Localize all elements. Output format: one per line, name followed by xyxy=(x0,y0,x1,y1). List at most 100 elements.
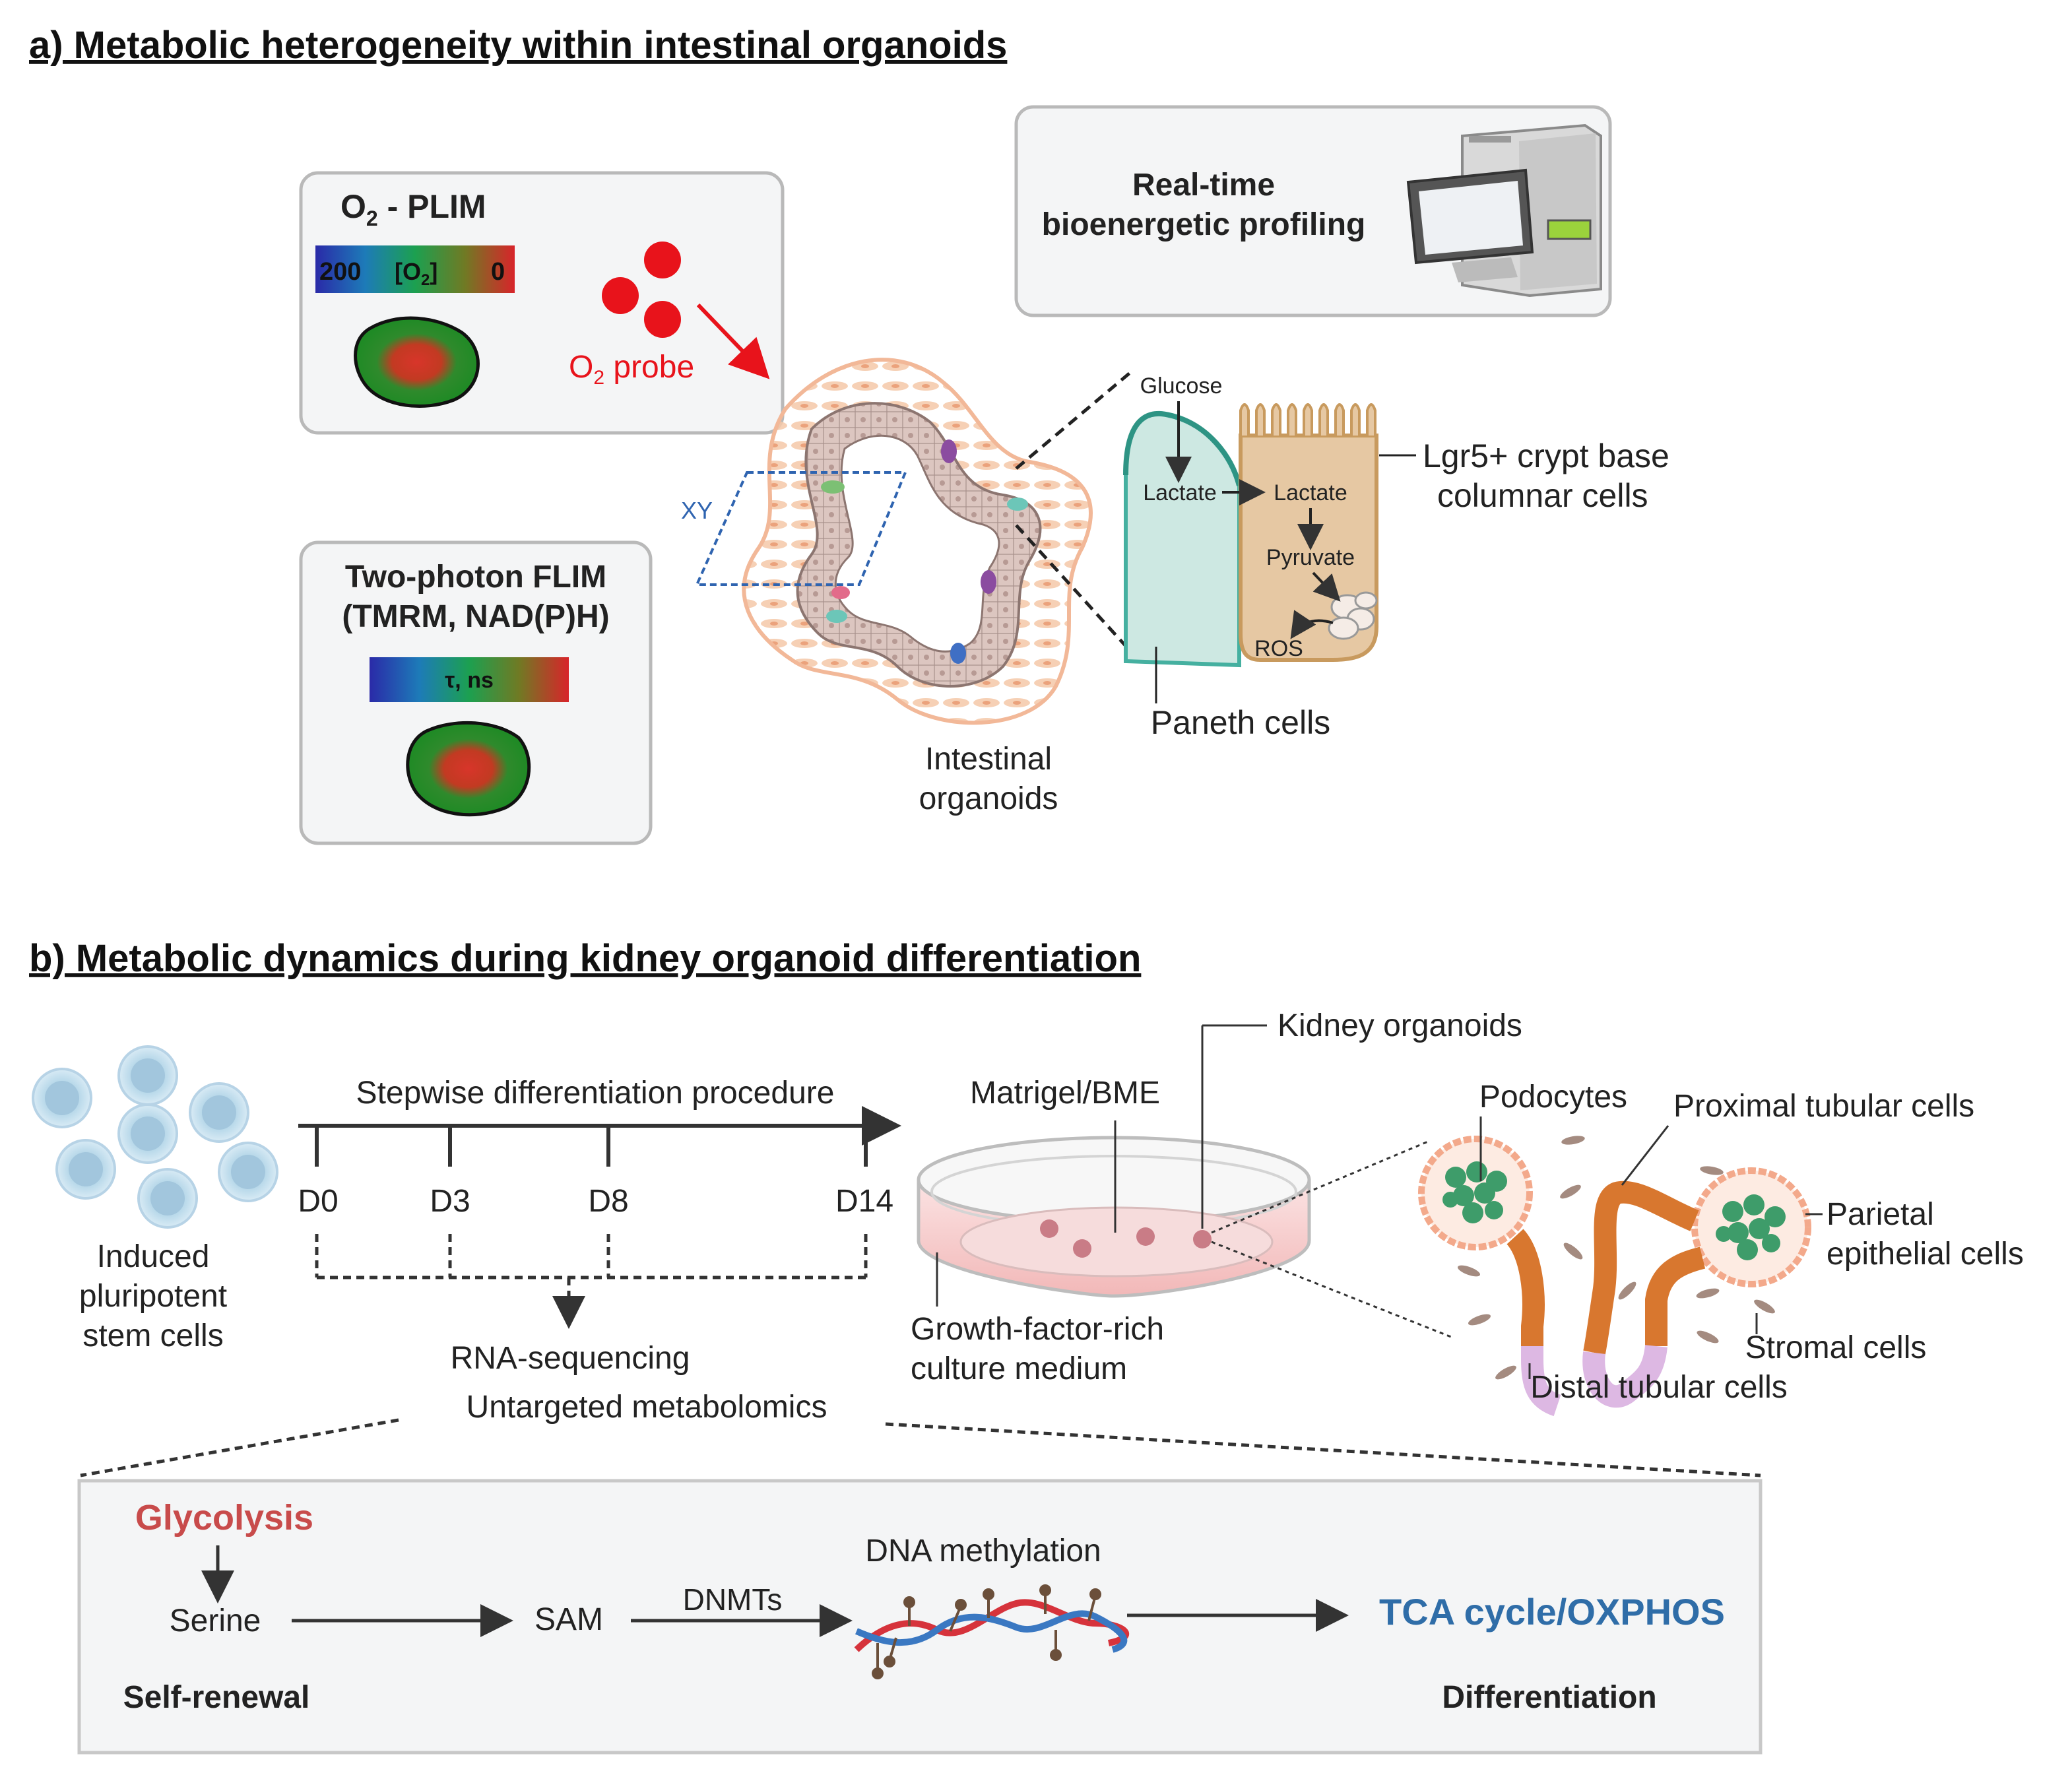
procedure-label: Stepwise differentiation procedure xyxy=(356,1076,835,1111)
organoid-enteroendocrine-cell xyxy=(831,586,850,599)
timepoint-label: D8 xyxy=(588,1184,628,1219)
probe-dot xyxy=(602,277,639,314)
tca-label: TCA cycle/OXPHOS xyxy=(1379,1591,1725,1633)
distal-tubule xyxy=(1521,1346,1562,1417)
flim-scale-label: τ, ns xyxy=(445,668,494,693)
paneth-cell xyxy=(1123,410,1242,668)
matrigel-dome xyxy=(959,1206,1274,1278)
timepoint-label: D14 xyxy=(835,1184,893,1219)
flim-lifetime-color-scale xyxy=(370,657,569,702)
o2-probe: O2 probe xyxy=(569,242,770,389)
plim-scale-mid: [O2] xyxy=(395,258,437,289)
proximal-label: Proximal tubular cells xyxy=(1673,1089,1974,1124)
lactate-paneth-label: Lactate xyxy=(1143,480,1217,505)
kidney-organoids-label: Kidney organoids xyxy=(1278,1008,1522,1043)
o2-plim-box: O2 - PLIM 200 [O2] 0 xyxy=(299,171,785,435)
ipsc-cell xyxy=(137,1168,198,1229)
lactate-lgr5-label: Lactate xyxy=(1274,480,1347,505)
pathway-zoom-line xyxy=(80,1418,399,1477)
ipsc-cell xyxy=(117,1103,178,1164)
bioenergetic-profiling-box: Real-time bioenergetic profiling xyxy=(1014,105,1612,317)
proximal-leader xyxy=(1621,1125,1669,1186)
organoid-green-cell xyxy=(821,480,845,494)
lgr5-label-line2: columnar cells xyxy=(1437,477,1648,514)
zoom-dotted-line xyxy=(1211,1241,1455,1340)
flim-title-line1: Two-photon FLIM xyxy=(345,560,606,595)
intestinal-organoids-label-line1: Intestinal xyxy=(925,742,1052,777)
organoid-paneth-cell xyxy=(1007,498,1028,511)
plim-cell-image xyxy=(354,316,480,408)
xy-label: XY xyxy=(681,497,713,524)
dna-methylation-label: DNA methylation xyxy=(865,1534,1101,1569)
parietal-label-line1: Parietal xyxy=(1827,1197,1934,1232)
parietal-label-line2: epithelial cells xyxy=(1827,1237,2024,1272)
matrigel-label: Matrigel/BME xyxy=(970,1076,1160,1111)
panel-a-title: a) Metabolic heterogeneity within intest… xyxy=(29,24,1007,67)
zoom-line xyxy=(1015,524,1134,655)
dnmts-label: DNMTs xyxy=(683,1582,783,1617)
organoid-tuft-cell xyxy=(950,643,966,664)
proximal-tubule xyxy=(1645,1246,1706,1346)
kidney-organoid-dot xyxy=(1136,1227,1155,1246)
podocyte-cluster xyxy=(1716,1194,1786,1260)
plim-scale-max: 200 xyxy=(319,258,361,286)
sam-label: SAM xyxy=(534,1602,603,1637)
omics-line2: Untargeted metabolomics xyxy=(467,1390,827,1425)
intestinal-organoids-label-line2: organoids xyxy=(919,781,1058,816)
podocytes-label: Podocytes xyxy=(1479,1080,1627,1115)
medium-label-line1: Growth-factor-rich xyxy=(911,1312,1164,1347)
paneth-label: Paneth cells xyxy=(1151,704,1330,741)
mito-to-ros-arrow xyxy=(1290,610,1334,639)
ipsc-cluster xyxy=(32,1045,278,1229)
ipsc-cell xyxy=(218,1142,278,1202)
plim-scale-min: 0 xyxy=(491,258,505,286)
proximal-tubule xyxy=(1506,1229,1545,1346)
flim-cell-image xyxy=(406,721,531,817)
sampling-bracket xyxy=(315,1234,868,1329)
distal-tubule xyxy=(1582,1344,1667,1408)
organoid-stem-cell xyxy=(826,610,847,623)
bioenergetic-line2: bioenergetic profiling xyxy=(1042,207,1366,242)
kidney-organoid-dot xyxy=(1193,1230,1212,1248)
glycolysis-label: Glycolysis xyxy=(135,1498,313,1537)
panel-b-title: b) Metabolic dynamics during kidney orga… xyxy=(29,937,1141,980)
probe-dot xyxy=(644,242,681,278)
organoid-lumen xyxy=(834,434,1000,653)
dna-double-helix-icon xyxy=(854,1584,1129,1679)
glucose-label: Glucose xyxy=(1140,373,1223,399)
ipsc-cell xyxy=(32,1068,92,1128)
ipsc-cell xyxy=(189,1082,249,1143)
ipsc-label-line3: stem cells xyxy=(82,1318,223,1353)
analyzer-instrument-icon xyxy=(1406,123,1602,298)
pathway-zoom-line xyxy=(885,1422,1761,1477)
flim-box: Two-photon FLIM (TMRM, NAD(P)H) τ, ns xyxy=(299,540,653,845)
stromal-label: Stromal cells xyxy=(1745,1330,1927,1365)
serine-label: Serine xyxy=(170,1603,261,1638)
organoid-goblet-cell xyxy=(941,439,957,463)
distal-label: Distal tubular cells xyxy=(1530,1370,1787,1405)
ipsc-label-line2: pluripotent xyxy=(79,1279,227,1314)
ipsc-cell xyxy=(117,1045,178,1106)
organoid-goblet-cell xyxy=(981,570,996,594)
zoom-line xyxy=(1015,370,1134,470)
probe-label: O2 probe xyxy=(569,350,694,389)
nephron-diagram xyxy=(1418,1136,1811,1417)
plim-title: O2 - PLIM xyxy=(340,188,486,230)
lgr5-label-line1: Lgr5+ crypt base xyxy=(1423,437,1669,474)
self-renewal-label: Self-renewal xyxy=(123,1680,310,1715)
kidney-organoid-dot xyxy=(1040,1219,1058,1238)
differentiation-label: Differentiation xyxy=(1442,1680,1656,1715)
culture-dish xyxy=(917,1136,1311,1298)
plim-o2-color-scale xyxy=(315,245,515,293)
xy-imaging-plane xyxy=(694,471,907,586)
bioenergetic-line1: Real-time xyxy=(1132,168,1275,203)
ros-label: ROS xyxy=(1254,636,1303,661)
pathway-box xyxy=(77,1479,1763,1755)
probe-arrow xyxy=(696,303,770,379)
flim-title-line2: (TMRM, NAD(P)H) xyxy=(342,599,609,634)
podocyte-cluster xyxy=(1442,1161,1507,1223)
probe-dot xyxy=(644,301,681,338)
omics-line1: RNA-sequencing xyxy=(451,1341,690,1376)
stromal-cell-scatter xyxy=(1457,1136,1775,1380)
